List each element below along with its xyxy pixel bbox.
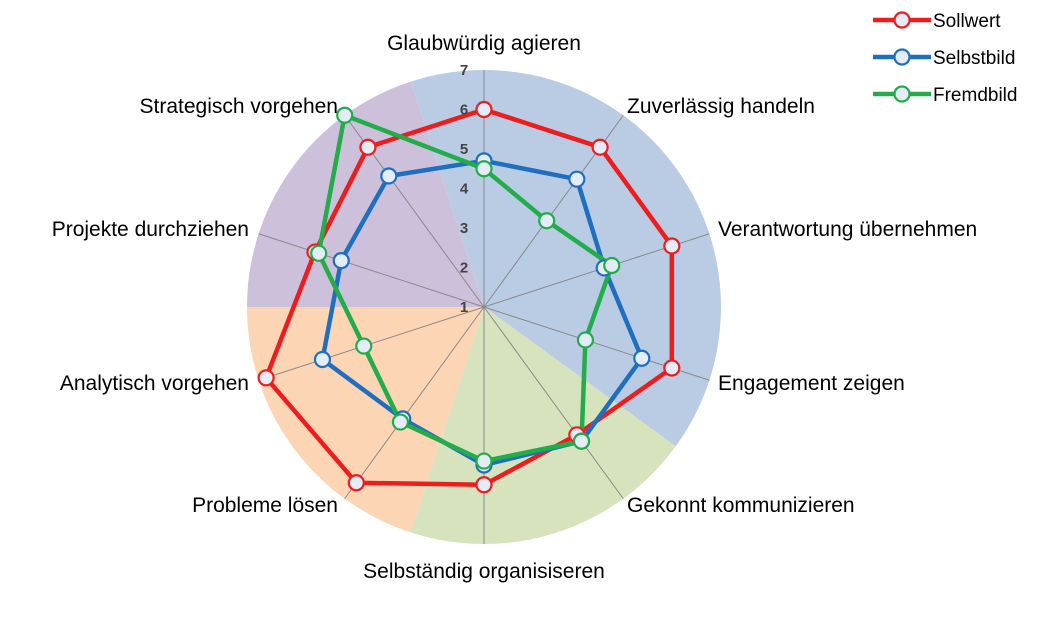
data-point-fremdbild <box>310 244 328 262</box>
axis-label: Gekonnt kommunizieren <box>627 494 855 517</box>
axis-label: Analytisch vorgehen <box>60 372 249 395</box>
data-point-selbstbild <box>332 252 350 270</box>
legend-label-fremdbild: Fremdbild <box>933 85 1017 106</box>
axis-label: Zuverlässig handeln <box>627 95 815 118</box>
tick-label: 6 <box>460 102 468 119</box>
axis-label: Glaubwürdig agieren <box>387 32 581 55</box>
data-point-fremdbild <box>576 331 595 349</box>
sector-blue-top <box>392 70 484 307</box>
data-point-fremdbild <box>391 413 410 431</box>
axis-label: Selbständig organisiseren <box>363 560 605 583</box>
data-point-sollwert <box>475 476 493 494</box>
spoke-line <box>344 306 485 500</box>
axis-label: Strategisch vorgehen <box>140 95 338 118</box>
data-point-selbstbild <box>313 350 332 369</box>
data-point-sollwert <box>475 100 493 119</box>
data-point-selbstbild <box>380 167 398 185</box>
data-point-fremdbild <box>336 106 354 124</box>
data-point-fremdbild <box>475 452 493 470</box>
data-point-fremdbild <box>603 256 621 275</box>
data-point-fremdbild <box>572 432 591 450</box>
data-point-fremdbild <box>355 337 373 355</box>
spoke-line <box>258 233 485 308</box>
data-point-sollwert <box>663 237 681 255</box>
data-point-sollwert <box>359 138 377 156</box>
axis-label: Probleme lösen <box>192 494 338 517</box>
tick-label: 5 <box>460 141 468 158</box>
tick-label: 1 <box>460 299 468 316</box>
data-point-fremdbild <box>538 212 556 230</box>
data-point-sollwert <box>257 369 275 387</box>
data-point-fremdbild <box>475 160 493 178</box>
tick-label: 2 <box>460 260 468 277</box>
axis-label: Engagement zeigen <box>718 372 905 395</box>
axis-label: Projekte durchziehen <box>52 218 249 241</box>
legend-label-selbstbild: Selbstbild <box>933 48 1015 69</box>
tick-label: 3 <box>460 220 468 237</box>
legend-label-sollwert: Sollwert <box>933 11 1001 32</box>
spoke-line <box>483 306 624 500</box>
axis-label: Verantwortung übernehmen <box>718 218 977 241</box>
legend-marker-selbstbild <box>893 48 911 66</box>
data-point-sollwert <box>591 138 609 156</box>
legend-marker-fremdbild <box>893 85 911 103</box>
tick-label: 4 <box>460 181 469 198</box>
data-point-selbstbild <box>633 349 651 367</box>
legend-marker-sollwert <box>893 11 911 29</box>
tick-label: 7 <box>460 62 468 79</box>
data-point-sollwert <box>663 359 681 377</box>
data-point-sollwert <box>347 474 365 492</box>
data-point-selbstbild <box>568 170 586 188</box>
